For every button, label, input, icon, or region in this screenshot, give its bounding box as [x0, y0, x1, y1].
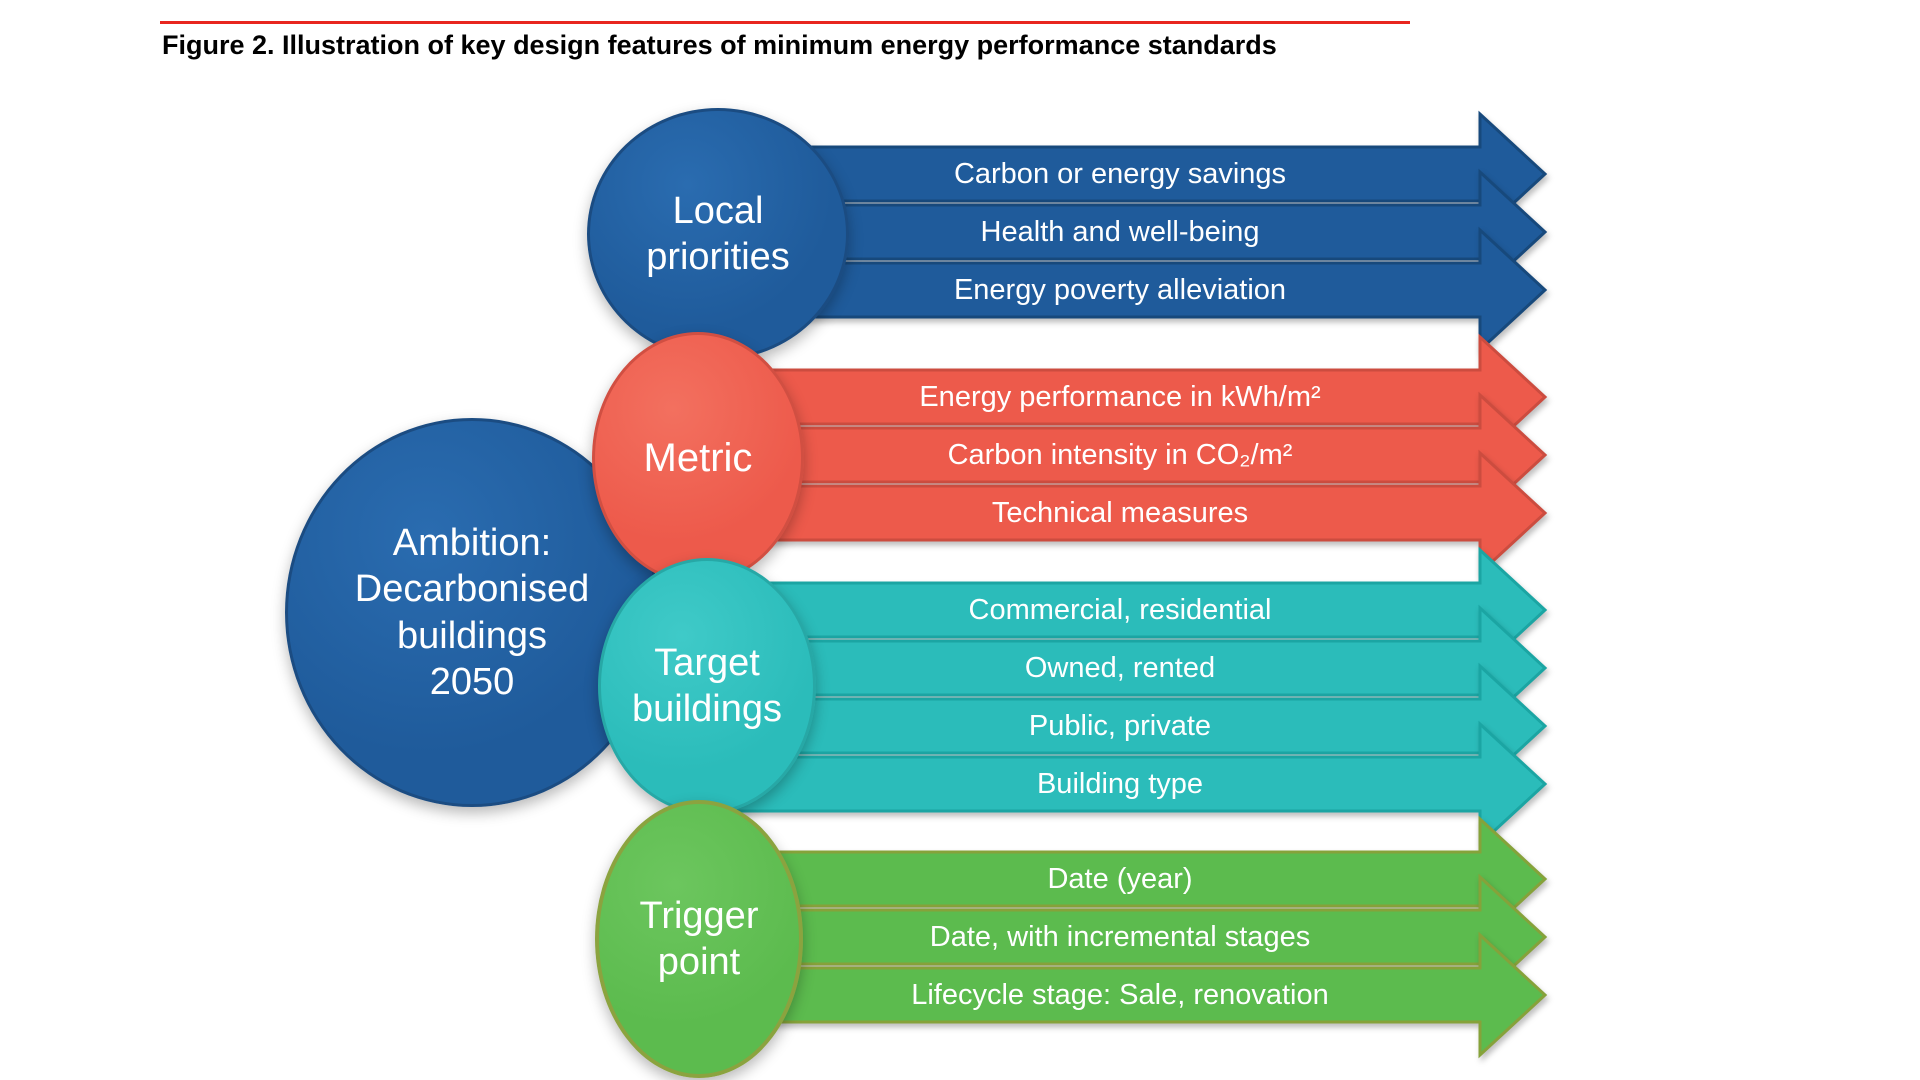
feature-arrow-label: Owned, rented	[1024, 651, 1216, 684]
local-priorities-label: Local priorities	[646, 189, 790, 278]
feature-arrow: Energy poverty alleviation	[718, 226, 1548, 354]
figure-title: Figure 2. Illustration of key design fea…	[162, 30, 1277, 60]
target-buildings-label: Target buildings	[632, 641, 782, 730]
feature-arrow-label: Technical measures	[991, 496, 1249, 529]
feature-arrow: Lifecycle stage: Sale, renovation	[718, 931, 1548, 1059]
trigger-point-circle: Trigger point	[595, 800, 803, 1078]
feature-arrow-label: Health and well-being	[980, 215, 1260, 248]
feature-arrow-label: Commercial, residential	[968, 593, 1272, 626]
metric-label: Metric	[643, 435, 753, 480]
feature-arrow: Technical measures	[718, 449, 1548, 577]
feature-arrow-label: Energy poverty alleviation	[953, 273, 1287, 306]
target-buildings-circle: Target buildings	[598, 558, 816, 814]
metric-circle: Metric	[592, 332, 804, 584]
feature-arrow-label: Public, private	[1028, 709, 1212, 742]
ambition-label: Ambition: Decarbonised buildings 2050	[354, 521, 590, 703]
local-priorities-circle: Local priorities	[587, 108, 849, 360]
feature-arrow-label: Building type	[1036, 767, 1204, 800]
feature-arrow-label: Carbon or energy savings	[953, 157, 1287, 190]
feature-arrow: Building type	[718, 720, 1548, 848]
feature-arrow-label: Date, with incremental stages	[929, 920, 1311, 953]
title-rule	[160, 21, 1410, 24]
feature-arrow-label: Carbon intensity in CO₂/m²	[947, 438, 1293, 471]
feature-arrow-label: Energy performance in kWh/m²	[919, 380, 1321, 413]
feature-arrow-label: Lifecycle stage: Sale, renovation	[911, 978, 1329, 1011]
feature-arrow: Date, with incremental stages	[718, 873, 1548, 1001]
trigger-point-label: Trigger point	[639, 894, 759, 983]
feature-arrow-label: Date (year)	[1047, 862, 1193, 895]
feature-arrow: Date (year)	[718, 815, 1548, 943]
